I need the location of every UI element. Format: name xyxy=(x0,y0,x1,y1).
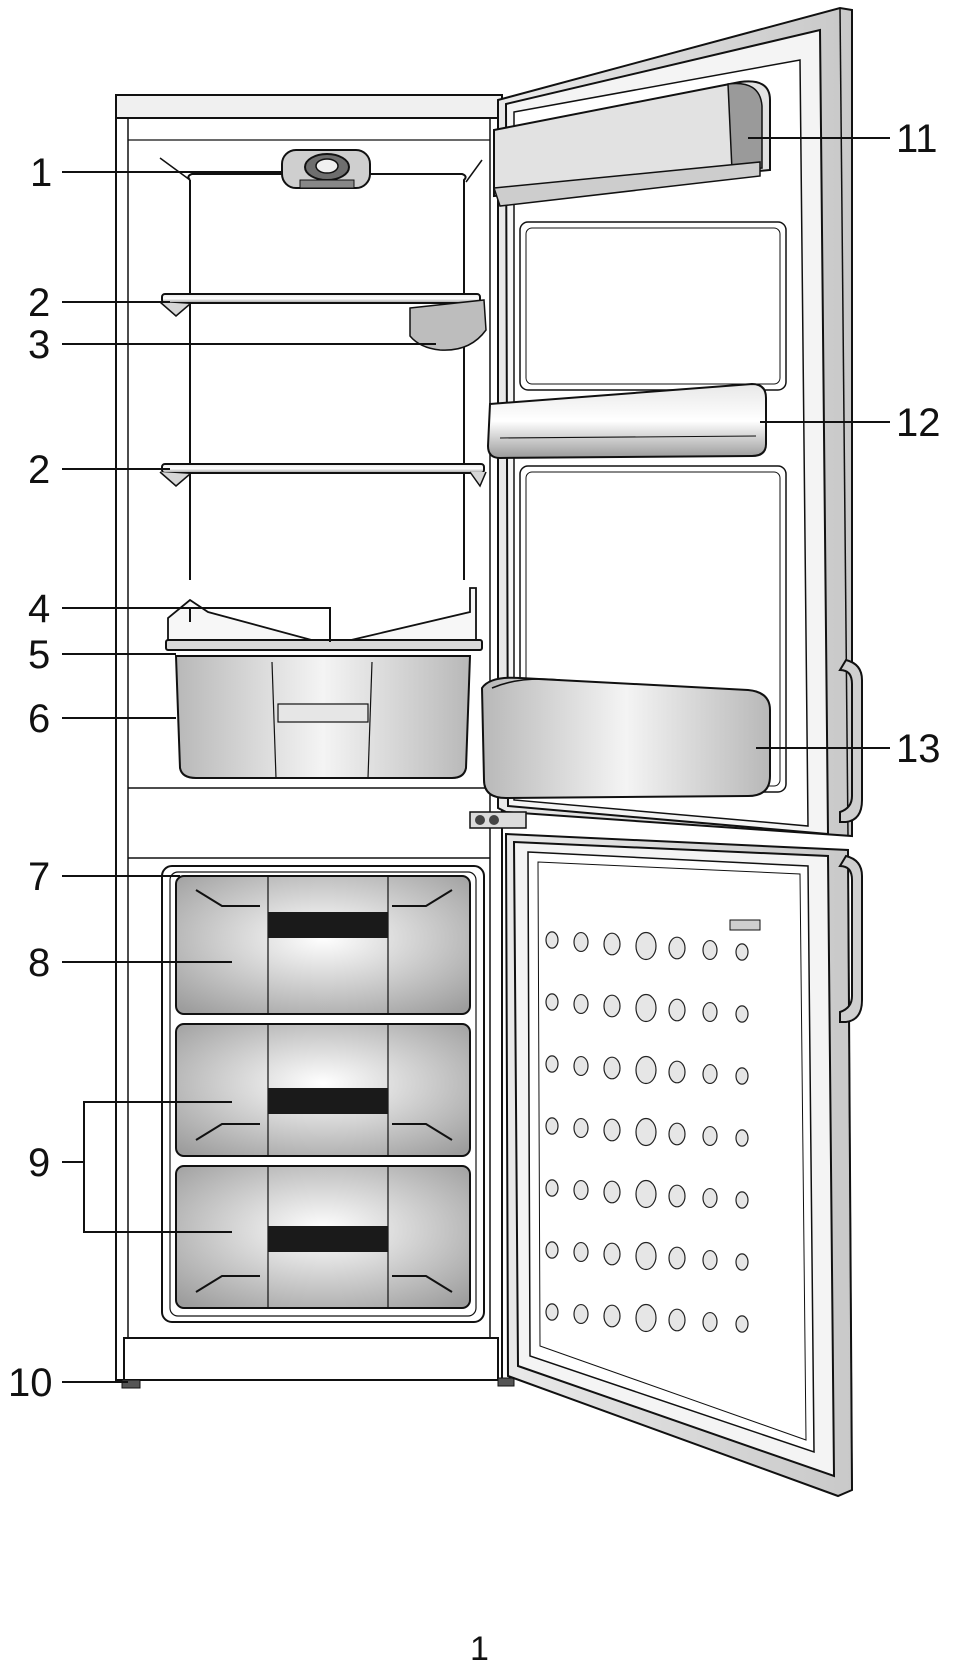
door-dimple xyxy=(635,1303,657,1333)
door-dimple xyxy=(735,1005,749,1023)
door-dimple xyxy=(635,993,657,1023)
callout-1: 1 xyxy=(30,151,52,195)
drawer-handle xyxy=(268,1226,388,1252)
adjustable-foot xyxy=(121,1379,141,1389)
callout-4: 4 xyxy=(28,587,50,631)
door-dimple xyxy=(603,994,621,1018)
leader-lines xyxy=(62,137,890,1383)
bottle-shelf xyxy=(480,676,771,800)
freezer-door xyxy=(504,832,863,1498)
door-dimple xyxy=(573,931,589,953)
lamp-housing xyxy=(281,149,371,189)
door-dimple xyxy=(573,993,589,1015)
callout-11: 11 xyxy=(896,117,938,161)
door-dimple xyxy=(573,1241,589,1263)
fridge-door xyxy=(480,6,863,838)
crisper-frame xyxy=(165,639,483,651)
dairy-compartment xyxy=(492,80,771,207)
door-dimple xyxy=(702,1187,718,1209)
door-dimple xyxy=(702,1125,718,1147)
door-dimple xyxy=(603,932,621,956)
door-dimple xyxy=(668,1308,686,1332)
door-dimple xyxy=(573,1117,589,1139)
door-dimple xyxy=(545,1117,559,1135)
door-dimple xyxy=(735,1253,749,1271)
freezer-door-handle xyxy=(838,854,863,1023)
door-dimple xyxy=(635,1241,657,1271)
door-dimple xyxy=(603,1242,621,1266)
door-dimple xyxy=(702,939,718,961)
door-dimple xyxy=(573,1303,589,1325)
freezer-drawer-2 xyxy=(175,1023,471,1157)
door-dimple xyxy=(702,1063,718,1085)
door-dimple xyxy=(635,1117,657,1147)
door-dimple xyxy=(603,1056,621,1080)
door-dimple xyxy=(545,1303,559,1321)
callout-labels: 1 2 3 2 4 5 6 7 8 9 10 11 12 13 xyxy=(8,117,941,1405)
door-dimple xyxy=(635,931,657,961)
door-dimple xyxy=(573,1179,589,1201)
middle-hinge xyxy=(469,811,527,829)
door-dimple xyxy=(735,943,749,961)
door-dimple xyxy=(702,1249,718,1271)
door-dimple xyxy=(545,1055,559,1073)
door-dimple xyxy=(668,1122,686,1146)
door-dimple xyxy=(603,1180,621,1204)
callout-10: 10 xyxy=(8,1361,53,1405)
door-dimple xyxy=(668,998,686,1022)
callout-6: 6 xyxy=(28,697,50,741)
drawer-handle xyxy=(268,912,388,938)
door-dimple xyxy=(735,1315,749,1333)
door-dimple xyxy=(702,1311,718,1333)
door-dimple xyxy=(603,1118,621,1142)
callout-13: 13 xyxy=(896,727,941,771)
door-dimple xyxy=(545,931,559,949)
door-dimple xyxy=(668,936,686,960)
callout-7: 7 xyxy=(28,855,50,899)
door-dimple xyxy=(735,1067,749,1085)
door-dimple xyxy=(603,1304,621,1328)
door-dimple xyxy=(545,993,559,1011)
callout-5: 5 xyxy=(28,633,50,677)
callout-2-upper: 2 xyxy=(28,281,50,325)
door-shelf-middle xyxy=(486,382,767,460)
thermostat-box xyxy=(409,299,487,351)
door-dimple-pattern xyxy=(545,931,749,1333)
door-dimple xyxy=(668,1184,686,1208)
callout-12: 12 xyxy=(896,401,941,445)
door-dimple xyxy=(545,1179,559,1197)
callout-9: 9 xyxy=(28,1141,50,1185)
callout-8: 8 xyxy=(28,941,50,985)
door-dimple xyxy=(545,1241,559,1259)
crisper-glass-cover xyxy=(167,587,477,646)
callout-3: 3 xyxy=(28,323,50,367)
door-dimple xyxy=(635,1055,657,1085)
fridge-door-handle xyxy=(838,658,863,823)
door-dimple xyxy=(735,1129,749,1147)
vegetable-bin xyxy=(174,655,472,779)
cabinet-top xyxy=(115,94,503,119)
plinth xyxy=(123,1337,499,1381)
freezer-drawer-3 xyxy=(175,1165,471,1309)
door-dimple xyxy=(668,1246,686,1270)
door-dimple xyxy=(702,1001,718,1023)
page-number: 1 xyxy=(470,1630,489,1668)
cabinet xyxy=(115,94,515,1389)
door-dimple xyxy=(668,1060,686,1084)
door-dimple xyxy=(635,1179,657,1209)
freezer-drawer-1 xyxy=(175,875,471,1015)
door-dimple xyxy=(573,1055,589,1077)
drawer-handle xyxy=(268,1088,388,1114)
callout-2-lower: 2 xyxy=(28,448,50,492)
door-dimple xyxy=(735,1191,749,1209)
